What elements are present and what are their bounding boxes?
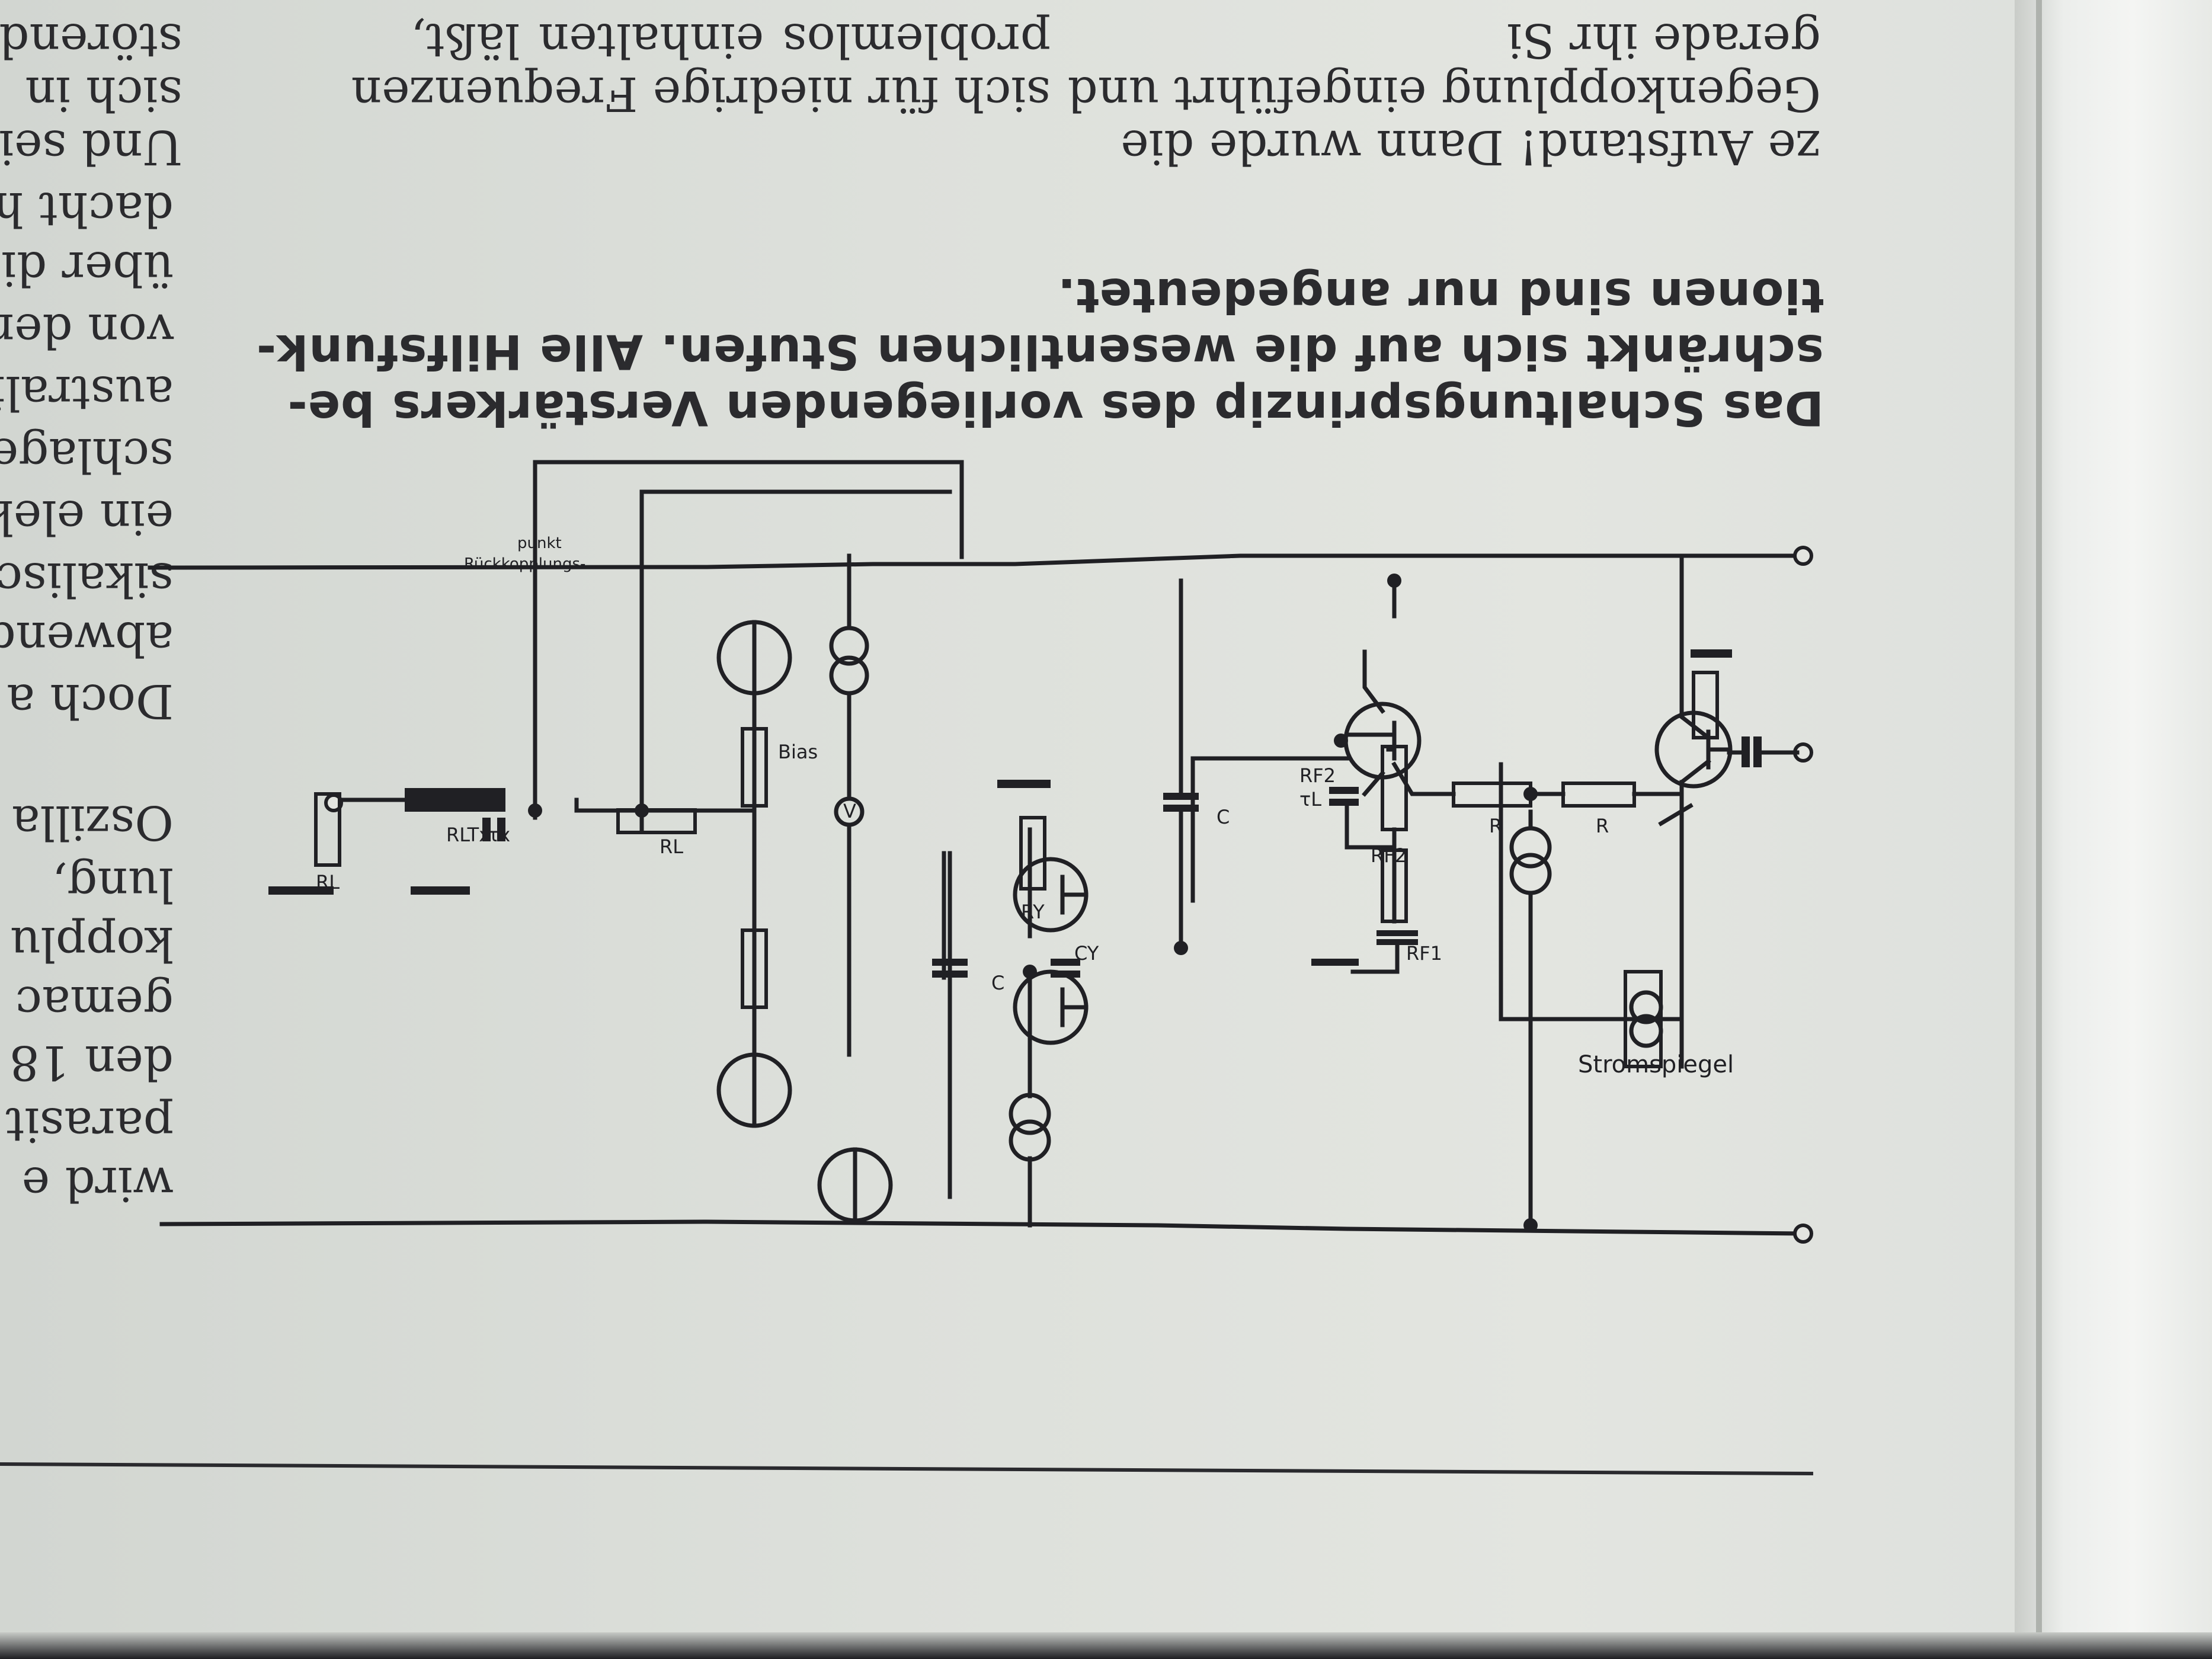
label-tl: τL — [1299, 788, 1321, 811]
capacitor-plate — [1329, 787, 1359, 794]
junction — [1023, 965, 1037, 979]
junction — [1523, 1218, 1538, 1232]
label-rf1: RF1 — [1406, 942, 1442, 965]
label-r: R — [1596, 815, 1609, 837]
label-tx: τx — [488, 824, 510, 846]
label-cy: CY — [1074, 942, 1099, 965]
resistor — [741, 727, 768, 808]
junction — [1334, 734, 1348, 748]
resistor-rf1 — [1381, 848, 1408, 923]
terminal-node — [1793, 546, 1813, 566]
resistor — [741, 928, 768, 1009]
label-bias: Bias — [778, 741, 818, 763]
current-source-ring — [1629, 990, 1663, 1024]
bottom-shadow — [0, 1632, 2212, 1659]
current-source-ring — [1509, 853, 1552, 895]
capacitor-plate — [932, 959, 968, 966]
label-rl: RL — [660, 835, 683, 858]
capacitor-plate — [932, 971, 968, 978]
capacitor-plate — [1329, 799, 1359, 806]
label-feedback-point: punkt — [517, 534, 562, 552]
resistor-r — [1561, 782, 1636, 808]
wire — [159, 1219, 1806, 1236]
junction — [1387, 574, 1401, 588]
resistor — [1692, 671, 1719, 739]
page-edge — [2015, 0, 2212, 1659]
resistor-r — [1452, 782, 1532, 808]
capacitor-plate — [1753, 736, 1762, 767]
junction — [528, 803, 542, 818]
terminal-node — [1793, 1224, 1813, 1244]
wire — [942, 851, 952, 1199]
label-rf2: RF2 — [1299, 764, 1336, 787]
label-v: V — [843, 800, 856, 822]
resistor-ry — [1019, 816, 1046, 891]
label-ry: RY — [1021, 901, 1045, 923]
wire — [1632, 780, 1684, 796]
wire — [752, 553, 851, 1057]
junction — [635, 803, 649, 818]
wire — [1060, 875, 1089, 1027]
wire — [1350, 943, 1400, 974]
junction — [1174, 941, 1188, 955]
resistor-rl — [314, 792, 341, 867]
label-c: C — [991, 972, 1004, 994]
capacitor-plate — [1051, 959, 1080, 966]
ground-bar — [268, 886, 334, 895]
label-c: C — [1217, 806, 1230, 828]
ground-bar — [997, 780, 1051, 788]
wire — [1499, 762, 1684, 1069]
resistor-rl — [616, 808, 697, 834]
page-fold-line — [2036, 0, 2042, 1659]
wire — [1190, 756, 1349, 903]
ground-bar — [411, 886, 470, 895]
capacitor-plate — [1163, 793, 1199, 800]
ground-bar — [1691, 649, 1732, 658]
capacitor-plate — [482, 818, 491, 841]
current-source-ring — [1629, 1014, 1663, 1048]
wire — [752, 620, 857, 1223]
capacitor-plate — [1377, 939, 1418, 945]
wire — [533, 460, 964, 832]
wire — [1345, 732, 1397, 850]
ground-bar — [1311, 959, 1359, 966]
capacitor-plate — [1051, 971, 1080, 978]
current-source-ring — [1009, 1119, 1051, 1162]
label-feedback-point: Rückkopplungs- — [464, 555, 585, 573]
wire — [148, 553, 1806, 570]
capacitor-plate — [1377, 930, 1418, 936]
capacitor-plate — [1163, 805, 1199, 812]
wire — [574, 798, 757, 813]
capacitor-plate — [1742, 736, 1750, 767]
capacitor-plate — [497, 818, 505, 841]
label-stromspiegel: Stromspiegel — [1578, 1051, 1734, 1078]
inductor-rltx — [405, 788, 505, 812]
